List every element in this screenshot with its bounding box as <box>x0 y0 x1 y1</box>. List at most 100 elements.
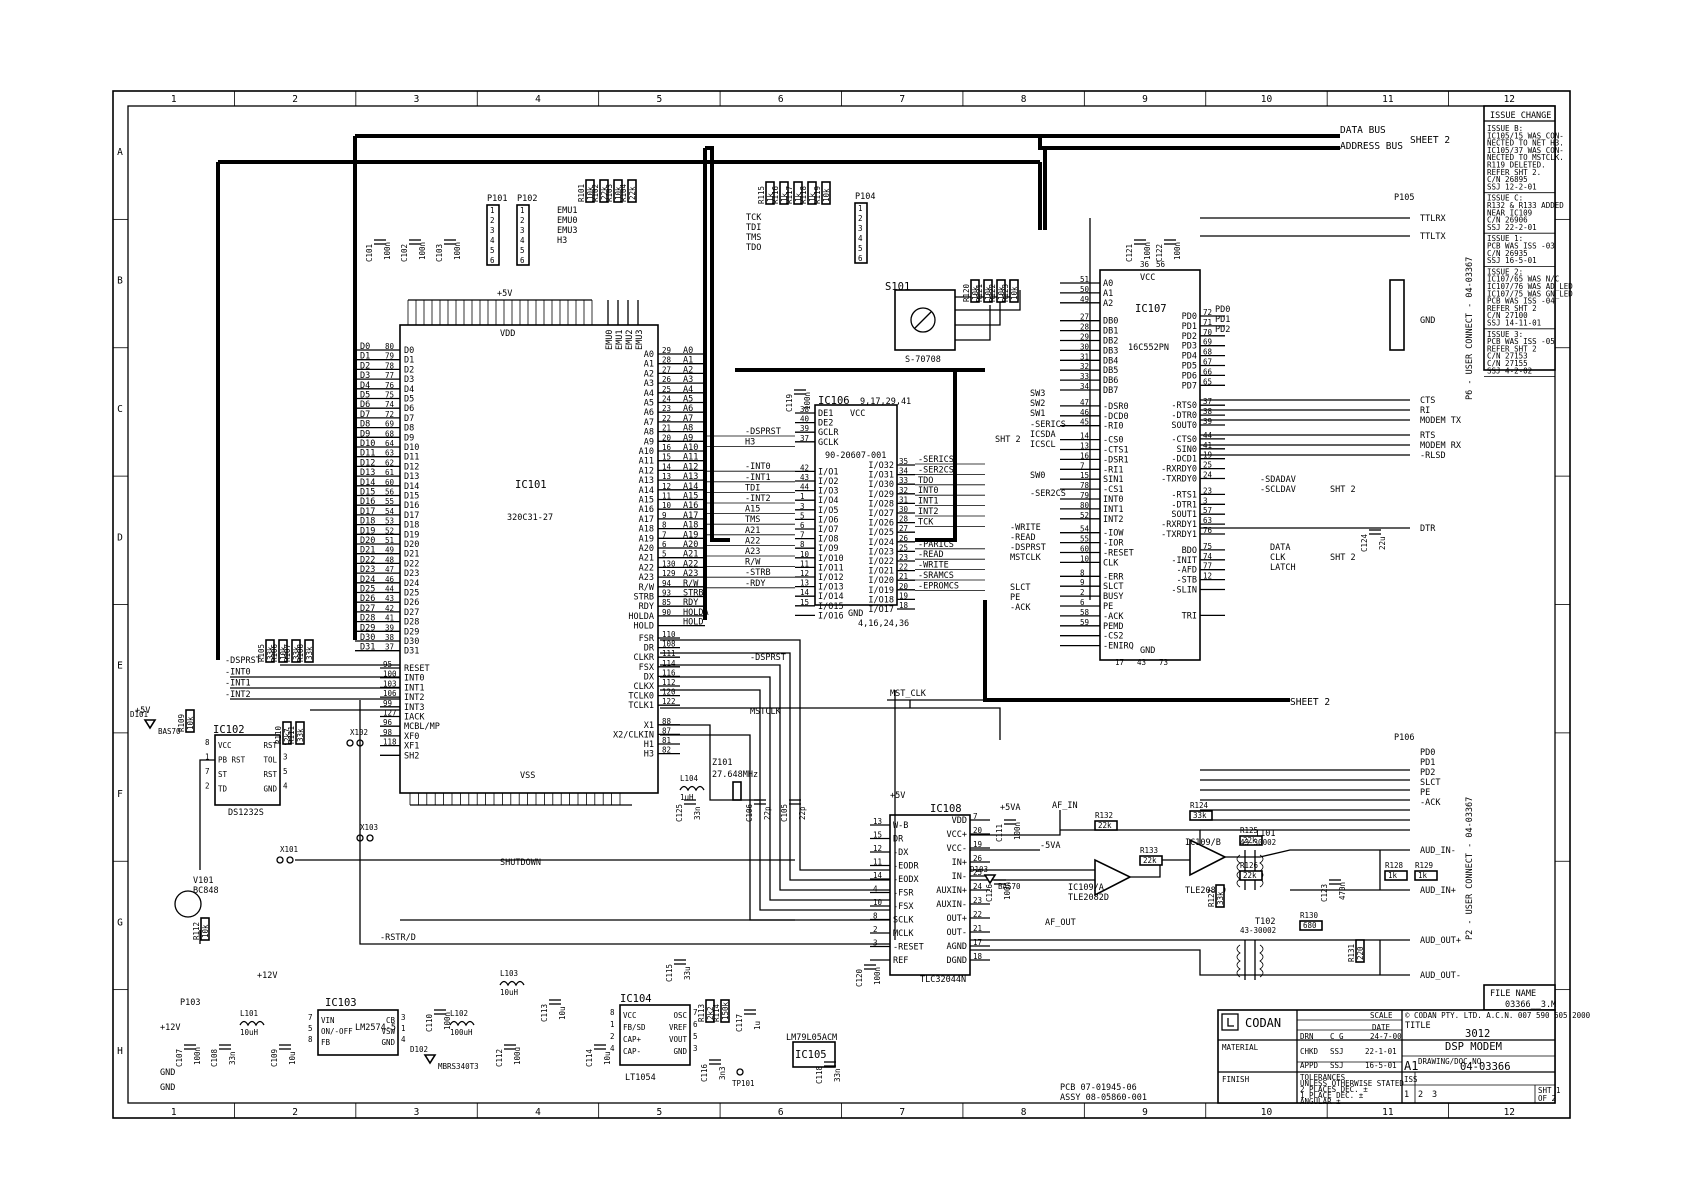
ic101-pinnum-D14: 60 <box>385 478 395 487</box>
ic101-pin-A22: A22 <box>639 563 654 573</box>
ic101-pin-D30: D30 <box>404 637 419 647</box>
ic107-pin--dsr1: -DSR1 <box>1103 455 1129 465</box>
cap-c126-val: 100n <box>1003 882 1012 900</box>
ic106-rnum-4: 31 <box>899 495 908 504</box>
issue-0-line-4: R119 DELETED. <box>1487 161 1546 170</box>
connectors: P101123456P102123456EMU1EMU0EMU3H3P10412… <box>160 192 1462 1093</box>
res-audio-0-val: 33k <box>1193 811 1207 820</box>
ic101-pinnum-D18: 53 <box>385 517 394 526</box>
copyright: © CODAN PTY. LTD. A.C.N. 007 590 605 200… <box>1405 1011 1591 1020</box>
res-top-2 <box>613 179 623 203</box>
ic101-bus-D3: D3 <box>360 371 370 381</box>
ic108-pin--dx: -DX <box>893 848 909 858</box>
ic106-lnum-2: 39 <box>800 424 809 433</box>
ic106-lsig-7: TMS <box>745 515 760 525</box>
ic101-pinnum-A12: 14 <box>662 462 672 471</box>
ic107-lnum-4: 28 <box>1080 323 1090 332</box>
ic106-rnum-3: 32 <box>899 486 908 495</box>
ic107-lnum-22: 52 <box>1080 511 1089 520</box>
tolerance-1: UNLESS OTHERWISE STATED <box>1300 1079 1404 1088</box>
ic106-rnum-6: 28 <box>899 515 909 524</box>
frame-row-E: E <box>117 661 123 672</box>
res-jtag-1-val: 1k <box>780 192 789 202</box>
ic101-pin-A21: A21 <box>639 554 654 564</box>
ic107-pin-db0: DB0 <box>1103 317 1118 327</box>
ic101-pin-A1: A1 <box>644 360 654 370</box>
res-audio-0-ref: R124 <box>1190 801 1209 810</box>
ic106-lnum-5: 43 <box>800 473 809 482</box>
ic101-pin-D21: D21 <box>404 550 419 560</box>
ic107-ctrl-0: -WRITE <box>1010 523 1041 533</box>
ic101-pinnum-R/W: 94 <box>662 579 672 588</box>
ic101-pinnum-A10: 16 <box>662 443 672 452</box>
p104-pin-1: 1 <box>858 204 863 213</box>
p102-pin-4: 4 <box>520 236 525 245</box>
res-pull-13-ref: R123 <box>1001 284 1010 302</box>
ic108-supply: +5V <box>890 791 905 801</box>
ic106-rnum-5: 30 <box>899 505 909 514</box>
iss-3: 3 <box>1432 1090 1437 1100</box>
p102-sig-0: EMU1 <box>557 206 577 216</box>
inductor-l104-val: 1uH <box>680 793 694 802</box>
ic101-bus-D10: D10 <box>360 439 375 449</box>
ic101-pin-D0: D0 <box>404 346 414 356</box>
ic106-pin-i-o6: I/O6 <box>818 515 838 525</box>
ic107-pin--rts0: -RTS0 <box>1171 401 1197 411</box>
ic106-rsig-5: INT2 <box>918 507 938 517</box>
ic101-bus-A14: A14 <box>683 482 698 492</box>
ic101-pinnum-D29: 39 <box>385 623 394 632</box>
ic101-pinnum-D2: 78 <box>385 361 395 370</box>
ic101-pinnum-A0: 29 <box>662 346 671 355</box>
ic101-pin-D25: D25 <box>404 589 419 599</box>
mstclk-label: MSTCLK <box>750 707 782 717</box>
ic107-rnum-18: 57 <box>1203 506 1212 515</box>
ic108-pin-out+: OUT+ <box>947 914 967 924</box>
res-jtag-2 <box>793 181 803 205</box>
ic107-body <box>1099 269 1201 661</box>
jumper-x103-b <box>366 834 374 842</box>
cap-c105-val: 22p <box>798 806 807 820</box>
ic101-pinnum-D0: 80 <box>385 342 395 351</box>
jumper-x101-b <box>286 856 294 864</box>
res-pull-2 <box>291 639 301 663</box>
ic106-lsig-12: -STRB <box>745 568 771 578</box>
ic106-pin-i-o16: I/O16 <box>818 611 844 621</box>
ic107-rnum-20: 76 <box>1203 526 1213 535</box>
ic106-lnum-15: 12 <box>800 569 809 578</box>
diode-d102-ref: D102 <box>410 1045 428 1054</box>
ic101-bus-A3: A3 <box>683 375 693 385</box>
ic106-pin-i-o28: I/O28 <box>868 499 894 509</box>
bus-lines <box>216 134 1340 702</box>
ic101-pin-A12: A12 <box>639 466 654 476</box>
diode-d103-ref: D103 <box>970 865 988 874</box>
ic107-pin-clk: CLK <box>1103 558 1119 568</box>
cap-c118-val: 33n <box>833 1068 842 1082</box>
frame-col-bottom-11: 11 <box>1382 1107 1394 1118</box>
ic101-pinnum-A2: 27 <box>662 365 671 374</box>
ic101-serial-num-4: 116 <box>662 668 676 677</box>
res-pull-9 <box>720 999 730 1023</box>
res-audio-8 <box>1094 820 1118 831</box>
ic101-pinnum-D12: 62 <box>385 458 394 467</box>
issue-change-panel: ISSUE CHANGE ISSUE B:IC105/15 WAS CON-NE… <box>1483 105 1573 378</box>
frame-col-11: 11 <box>1382 94 1394 105</box>
ic108-rnum-10: 18 <box>973 952 983 961</box>
af-in-label: AF_IN <box>1052 801 1078 811</box>
ic104-body <box>619 1004 691 1066</box>
ic101-pin-RDY: RDY <box>639 602 654 612</box>
p106-sig-6: AUD_IN- <box>1420 846 1456 856</box>
p101-ref: P101 <box>487 194 507 204</box>
frame-row-C: C <box>117 404 123 415</box>
ic101-pin-A23: A23 <box>639 573 654 583</box>
res-audio-4 <box>1384 870 1408 881</box>
ic101-bus-D24: D24 <box>360 575 375 585</box>
issue-head-1: ISSUE C: <box>1487 194 1523 203</box>
ic108-rnum-1: 20 <box>973 826 983 835</box>
inductor-l101-val: 10uH <box>240 1028 259 1037</box>
p105-sig-2: GND <box>1420 316 1435 326</box>
ic101-pin-A9: A9 <box>644 437 654 447</box>
ic102-pins-num-1: 1 <box>205 753 210 762</box>
ic101-pin-D2: D2 <box>404 365 414 375</box>
